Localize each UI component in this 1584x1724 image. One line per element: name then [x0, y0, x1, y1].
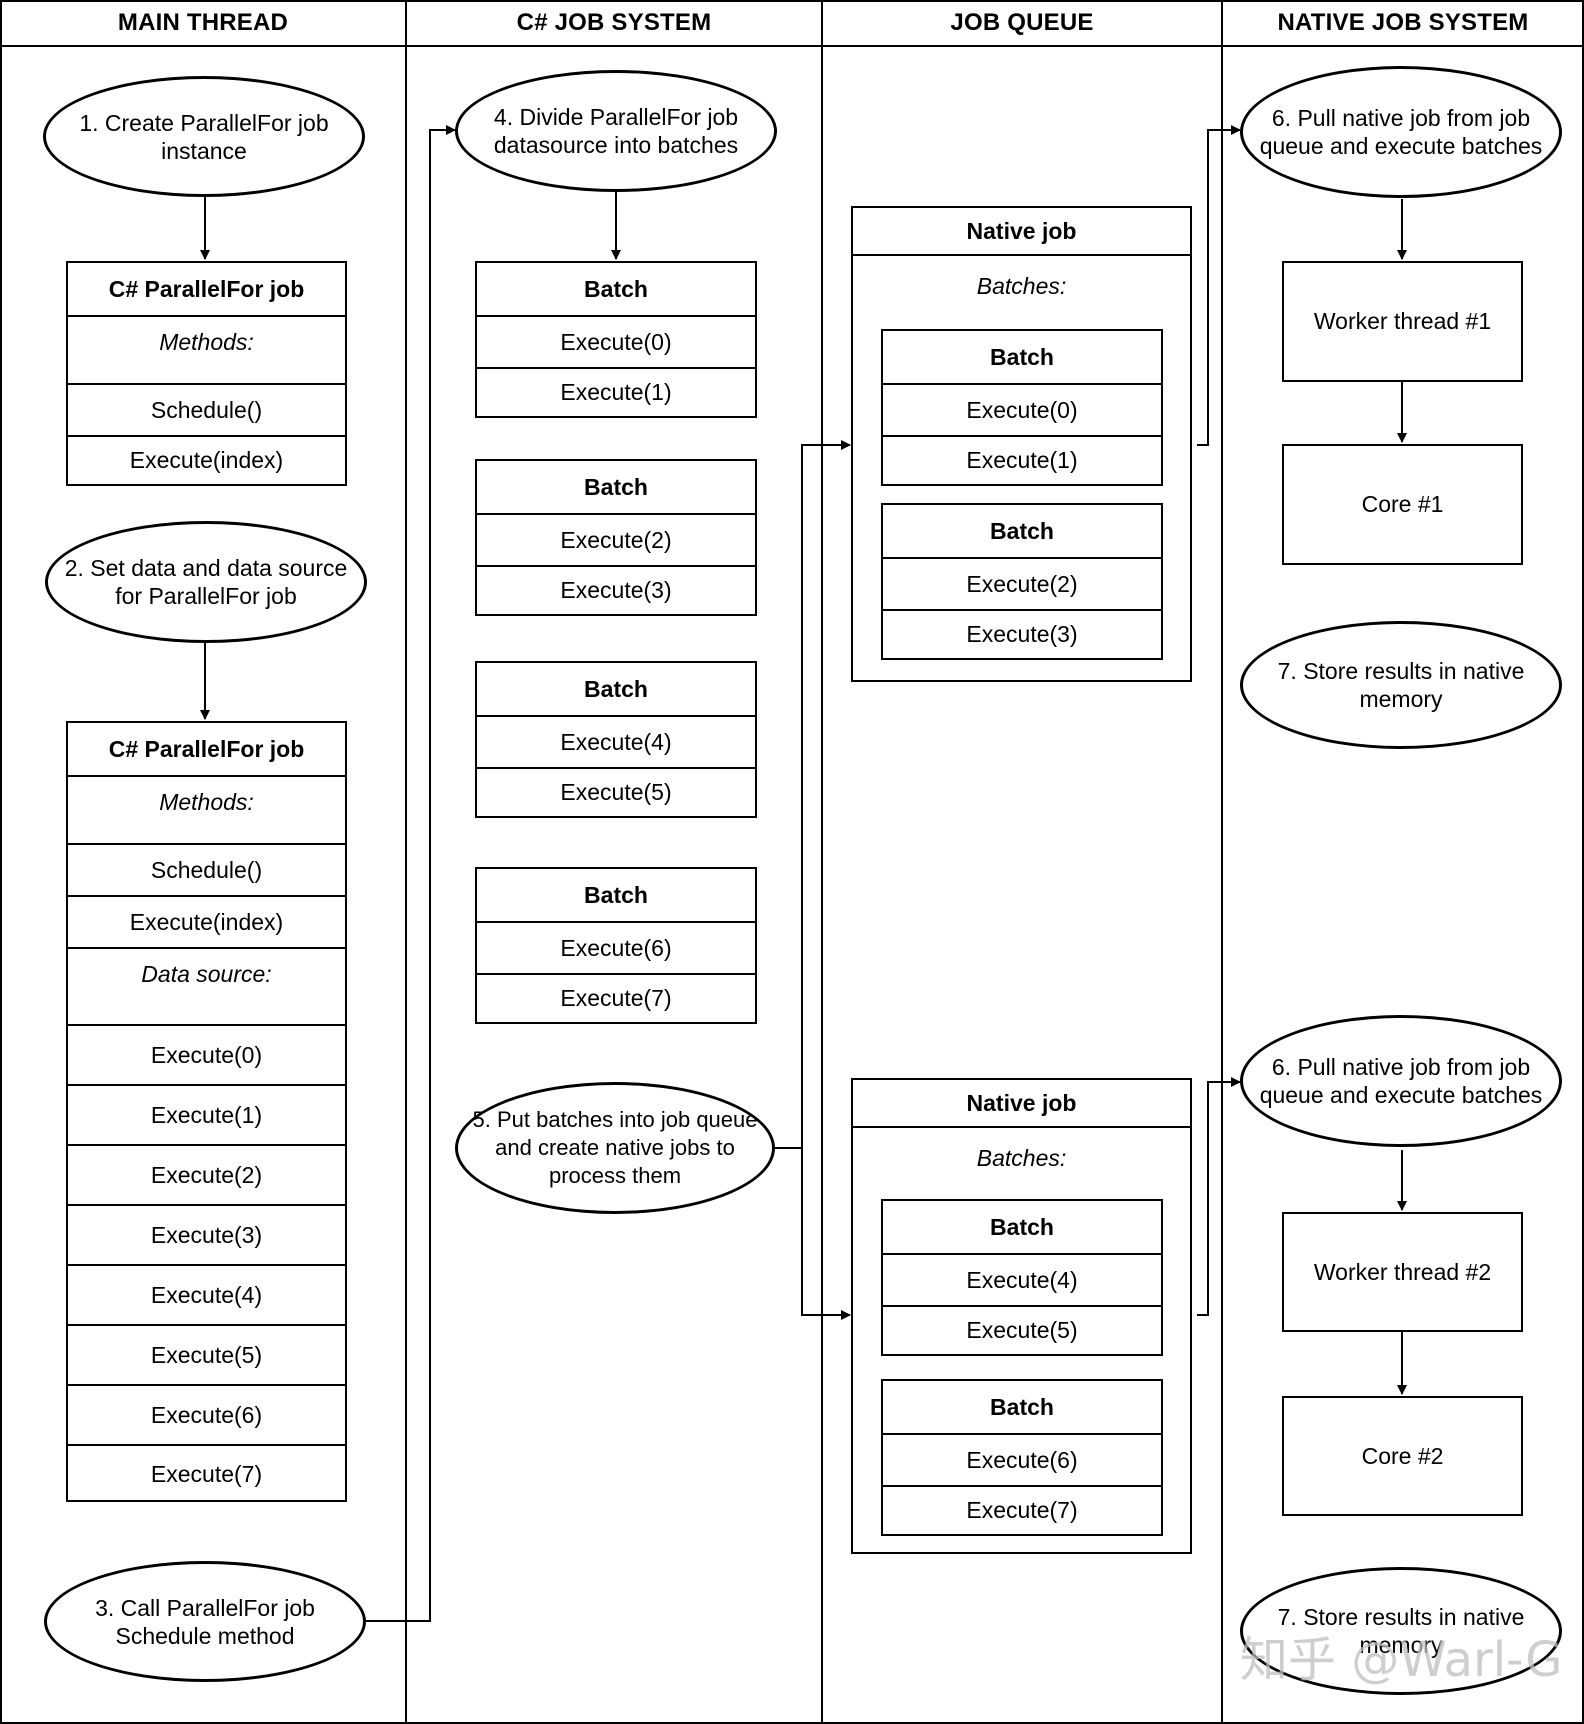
job-title: C# ParallelFor job — [108, 735, 305, 762]
batch-title: Batch — [990, 517, 1054, 544]
worker-thread-1: Worker thread #1 — [1282, 261, 1523, 382]
core-1: Core #1 — [1282, 444, 1523, 565]
step-label: 1. Create ParallelFor job instance — [79, 109, 329, 164]
batch-item: Execute(7) — [477, 973, 755, 1022]
step-1-create-job: 1. Create ParallelFor job instance — [43, 76, 365, 197]
batch-item: Execute(2) — [883, 557, 1161, 609]
batch-item: Execute(6) — [883, 1433, 1161, 1485]
data-source-item: Execute(6) — [68, 1384, 345, 1444]
step-7-store-results-1: 7. Store results in native memory — [1240, 621, 1562, 749]
batch-item: Execute(6) — [477, 921, 755, 973]
batch-item: Execute(1) — [883, 435, 1161, 484]
arrow-step5-to-native-job-1 — [772, 440, 851, 1149]
step-label: 6. Pull native job from job queue and ex… — [1259, 105, 1543, 159]
parallelfor-job-box-1: C# ParallelFor job Methods: Schedule() E… — [66, 261, 347, 486]
batch-title: Batch — [584, 881, 648, 908]
batch-title: Batch — [584, 675, 648, 702]
lane-title-cs-job-system: C# JOB SYSTEM — [516, 9, 712, 36]
arrow-step3-to-step4 — [363, 125, 456, 1622]
cs-batch-1: Batch Execute(0) Execute(1) — [475, 261, 757, 418]
step-label: 7. Store results in native memory — [1277, 1604, 1525, 1658]
batch-title: Batch — [990, 1393, 1054, 1420]
batch-item: Execute(4) — [477, 715, 755, 767]
queue-batch: Batch Execute(6) Execute(7) — [881, 1379, 1163, 1536]
cs-batch-4: Batch Execute(6) Execute(7) — [475, 867, 757, 1024]
method-schedule: Schedule() — [68, 383, 345, 435]
native-job-title: Native job — [853, 1080, 1190, 1128]
parallelfor-job-box-2: C# ParallelFor job Methods: Schedule() E… — [66, 721, 347, 1502]
native-job-2: Native job Batches: Batch Execute(4) Exe… — [851, 1078, 1192, 1554]
data-source-item: Execute(3) — [68, 1204, 345, 1264]
step-7-store-results-2: 7. Store results in native memory — [1240, 1567, 1562, 1695]
step-3-call-schedule: 3. Call ParallelFor job Schedule method — [44, 1561, 366, 1682]
batch-title: Batch — [584, 275, 648, 302]
batch-item: Execute(1) — [477, 367, 755, 416]
batch-title: Batch — [584, 473, 648, 500]
queue-batch: Batch Execute(2) Execute(3) — [881, 503, 1163, 660]
worker-thread-2: Worker thread #2 — [1282, 1212, 1523, 1332]
batch-item: Execute(5) — [883, 1305, 1161, 1354]
batch-title: Batch — [990, 1213, 1054, 1240]
step-2-set-data: 2. Set data and data source for Parallel… — [45, 521, 367, 643]
lane-title-job-queue: JOB QUEUE — [950, 9, 1094, 36]
step-label: 3. Call ParallelFor job Schedule method — [95, 1594, 315, 1649]
data-source-item: Execute(7) — [68, 1444, 345, 1502]
methods-label: Methods: — [68, 315, 345, 383]
queue-batch: Batch Execute(0) Execute(1) — [881, 329, 1163, 486]
step-label: 6. Pull native job from job queue and ex… — [1259, 1054, 1543, 1108]
data-source-item: Execute(2) — [68, 1144, 345, 1204]
step-label: 2. Set data and data source for Parallel… — [64, 555, 348, 609]
method-schedule: Schedule() — [68, 843, 345, 895]
native-job-title: Native job — [853, 208, 1190, 256]
step-4-divide-datasource: 4. Divide ParallelFor job datasource int… — [455, 70, 777, 192]
data-source-label: Data source: — [68, 947, 345, 1024]
watermark-text: 知乎 @Warl-G — [1240, 1632, 1563, 1688]
step-6-pull-native-job-1: 6. Pull native job from job queue and ex… — [1240, 66, 1562, 198]
step-label: 7. Store results in native memory — [1277, 658, 1525, 712]
method-execute: Execute(index) — [68, 895, 345, 947]
native-job-1: Native job Batches: Batch Execute(0) Exe… — [851, 206, 1192, 682]
batch-title: Batch — [990, 343, 1054, 370]
method-execute: Execute(index) — [68, 435, 345, 484]
data-source-item: Execute(5) — [68, 1324, 345, 1384]
queue-batch: Batch Execute(4) Execute(5) — [881, 1199, 1163, 1356]
batch-item: Execute(5) — [477, 767, 755, 816]
methods-label: Methods: — [68, 775, 345, 843]
arrow-native-job-2-to-pull — [1197, 1077, 1241, 1316]
data-source-item: Execute(4) — [68, 1264, 345, 1324]
step-5-put-batches: 5. Put batches into job queue and create… — [455, 1082, 775, 1214]
job-title: C# ParallelFor job — [108, 275, 305, 302]
data-source-item: Execute(1) — [68, 1084, 345, 1144]
step-6-pull-native-job-2: 6. Pull native job from job queue and ex… — [1240, 1015, 1562, 1147]
lane-title-main-thread: MAIN THREAD — [117, 9, 289, 36]
lane-title-native-job-system: NATIVE JOB SYSTEM — [1277, 9, 1529, 36]
batches-label: Batches: — [976, 1144, 1067, 1171]
step-label: 5. Put batches into job queue and create… — [472, 1107, 758, 1188]
data-source-item: Execute(0) — [68, 1024, 345, 1084]
batch-item: Execute(4) — [883, 1253, 1161, 1305]
batch-item: Execute(3) — [477, 565, 755, 614]
arrow-step5-to-native-job-2 — [801, 1148, 851, 1320]
cs-batch-2: Batch Execute(2) Execute(3) — [475, 459, 757, 616]
batch-item: Execute(0) — [477, 315, 755, 367]
step-label: 4. Divide ParallelFor job datasource int… — [493, 104, 739, 158]
batches-label: Batches: — [976, 272, 1067, 299]
batch-item: Execute(0) — [883, 383, 1161, 435]
cs-batch-3: Batch Execute(4) Execute(5) — [475, 661, 757, 818]
batch-item: Execute(3) — [883, 609, 1161, 658]
batch-item: Execute(2) — [477, 513, 755, 565]
core-2: Core #2 — [1282, 1396, 1523, 1516]
arrow-native-job-1-to-pull — [1197, 125, 1241, 446]
batch-item: Execute(7) — [883, 1485, 1161, 1534]
